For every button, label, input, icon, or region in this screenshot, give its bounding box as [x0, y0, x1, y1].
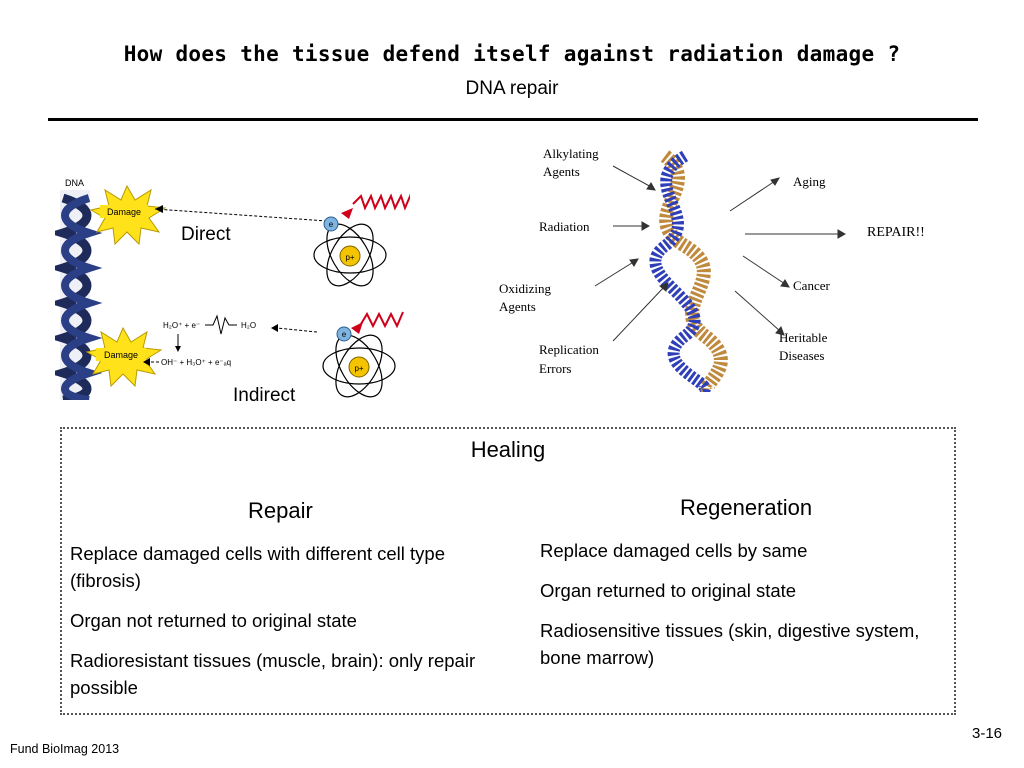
proton-label: p+ [345, 253, 354, 262]
replication-line-2: Errors [539, 361, 572, 376]
electron-label: e [329, 220, 334, 229]
atom-direct: p+ e [313, 216, 387, 287]
atom-indirect: p+ e [322, 326, 396, 398]
oxidizing-line-2: Agents [499, 299, 536, 314]
cancer-label: Cancer [793, 278, 830, 293]
regeneration-item: Replace damaged cells by same [540, 540, 808, 561]
footer-text: Fund BioImag 2013 [10, 742, 120, 756]
slide-subtitle: DNA repair [465, 78, 559, 99]
repair-list: Replace damaged cells with different cel… [70, 540, 500, 714]
replication-line-1: Replication [539, 342, 599, 357]
damage-burst-bottom: Damage [85, 326, 163, 388]
reaction-bottom: OH⁻ + H₃O⁺ + e⁻ₐq [161, 358, 231, 367]
proton-label: p+ [354, 364, 363, 373]
regeneration-heading: Regeneration [680, 495, 813, 520]
alkylating-line-2: Agents [543, 164, 580, 179]
radiation-label: Radiation [539, 219, 590, 234]
regeneration-item: Organ returned to original state [540, 580, 797, 601]
repair-item: Radioresistant tissues (muscle, brain): … [70, 650, 476, 698]
direct-indirect-damage-figure: DNA Damage Damage p+ e H₂O⁺ + e⁻ H₂O OH⁻… [55, 178, 410, 400]
alkylating-line-1: Alkylating [543, 146, 599, 161]
heritable-line-2: Diseases [779, 348, 825, 363]
oxidizing-line-1: Oxidizing [499, 281, 551, 296]
repair-heading: Repair [248, 498, 313, 523]
damage-label: Damage [104, 350, 138, 360]
reaction-top-left: H₂O⁺ + e⁻ [163, 321, 200, 330]
aging-label: Aging [793, 174, 826, 189]
repair-label: REPAIR!! [867, 225, 925, 240]
heritable-line-1: Heritable [779, 330, 828, 345]
title-divider [48, 118, 978, 121]
repair-item: Replace damaged cells with different cel… [70, 543, 446, 591]
damage-burst-top: Damage [89, 184, 167, 246]
direct-label: Direct [181, 224, 231, 245]
electron-label: e [342, 330, 347, 339]
repair-item: Organ not returned to original state [70, 610, 357, 631]
indirect-label: Indirect [233, 385, 296, 406]
reaction-top-right: H₂O [241, 321, 256, 330]
slide-title: How does the tissue defend itself agains… [123, 42, 901, 66]
damage-label: Damage [107, 207, 141, 217]
page-number: 3-16 [972, 725, 1003, 742]
regeneration-item: Radiosensitive tissues (skin, digestive … [540, 620, 920, 668]
regeneration-list: Replace damaged cells by same Organ retu… [540, 537, 945, 684]
double-helix-illustration [649, 150, 728, 392]
healing-heading: Healing [470, 437, 546, 462]
dna-damage-repair-figure: Alkylating Agents Radiation Oxidizing Ag… [499, 146, 925, 392]
dna-label: DNA [65, 178, 84, 188]
healing-box [60, 427, 956, 715]
dna-helix-illustration [55, 190, 103, 400]
